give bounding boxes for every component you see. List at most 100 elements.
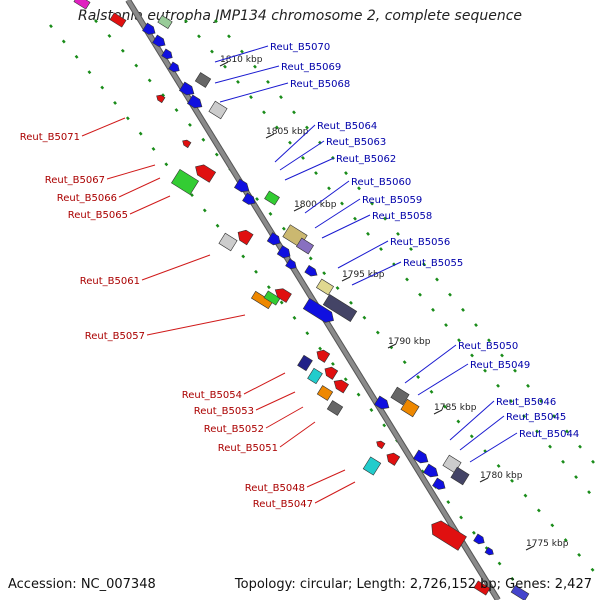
gene-42-shape xyxy=(400,398,420,418)
kbp-tick-label: 1810 kbp xyxy=(220,55,263,65)
gene-16 xyxy=(234,178,250,193)
leader-left-7 xyxy=(243,372,286,395)
gene-34-shape xyxy=(297,354,313,372)
gene-46-shape xyxy=(413,449,429,464)
leader-left-5 xyxy=(141,254,211,281)
gene-24 xyxy=(276,245,291,259)
gene-39-shape xyxy=(326,400,344,416)
gene-35 xyxy=(307,367,323,385)
gene-6-shape xyxy=(161,48,173,60)
gene-33-shape xyxy=(316,349,331,363)
dotted-line-outer-left xyxy=(49,24,531,600)
gene-label-right-12: Reut_B5050 xyxy=(458,341,518,352)
leader-right-9 xyxy=(321,214,371,239)
gene-41 xyxy=(390,386,410,406)
gene-label-right-7: Reut_B5060 xyxy=(351,177,411,188)
gene-4 xyxy=(142,22,156,35)
leader-left-12 xyxy=(314,481,356,504)
gene-27-shape xyxy=(263,290,281,306)
leader-left-4 xyxy=(129,195,171,215)
gene-7 xyxy=(168,61,180,73)
gene-label-left-1: Reut_B5071 xyxy=(20,132,80,143)
gene-47 xyxy=(423,463,439,478)
leader-right-14 xyxy=(449,400,495,441)
gene-29-shape xyxy=(316,278,334,296)
gene-51 xyxy=(431,520,467,551)
gene-44 xyxy=(386,452,401,466)
gene-32 xyxy=(304,265,318,277)
gene-38-shape xyxy=(316,385,334,401)
leader-left-11 xyxy=(306,469,346,488)
leader-left-10 xyxy=(279,421,316,448)
gene-12 xyxy=(156,94,166,104)
gene-label-left-2: Reut_B5067 xyxy=(45,175,105,186)
gene-22 xyxy=(296,237,314,255)
leader-right-15 xyxy=(459,415,505,451)
gene-37 xyxy=(333,379,349,394)
gene-44-shape xyxy=(386,452,401,466)
leader-right-13 xyxy=(417,363,469,396)
gene-52 xyxy=(473,533,485,545)
gene-label-left-3: Reut_B5066 xyxy=(57,193,117,204)
gene-55 xyxy=(510,584,530,600)
gene-45 xyxy=(376,440,386,450)
gene-54 xyxy=(473,580,491,596)
gene-labels: Reut_B5070Reut_B5069Reut_B5068Reut_B5064… xyxy=(20,42,579,510)
gene-label-left-4: Reut_B5065 xyxy=(68,210,128,221)
gene-50-shape xyxy=(450,466,470,486)
gene-25 xyxy=(285,258,297,270)
gene-30-shape xyxy=(302,298,334,323)
gene-28-shape xyxy=(274,288,292,303)
leader-left-3 xyxy=(118,177,161,198)
gene-3 xyxy=(157,15,173,29)
gene-18-shape xyxy=(264,190,280,206)
gene-label-right-13: Reut_B5049 xyxy=(470,360,530,371)
gene-43 xyxy=(362,456,382,476)
dotted-line-left xyxy=(94,19,600,579)
gene-7-shape xyxy=(168,61,180,73)
gene-2 xyxy=(109,12,127,28)
gene-45-shape xyxy=(376,440,386,450)
gene-48 xyxy=(432,477,446,490)
gene-label-right-16: Reut_B5044 xyxy=(519,429,579,440)
gene-label-left-8: Reut_B5053 xyxy=(194,406,254,417)
gene-20 xyxy=(237,229,254,246)
kbp-tick-mark xyxy=(433,409,443,415)
leader-left-9 xyxy=(265,406,304,429)
gene-34 xyxy=(297,354,313,372)
gene-47-shape xyxy=(423,463,439,478)
kbp-tick-mark xyxy=(341,276,351,282)
gene-51-shape xyxy=(431,520,467,551)
gene-9 xyxy=(179,81,195,96)
gene-36-shape xyxy=(324,366,339,380)
gene-50 xyxy=(450,466,470,486)
gene-label-right-1: Reut_B5070 xyxy=(270,42,330,53)
gene-23 xyxy=(266,232,281,246)
gene-20-shape xyxy=(237,229,254,246)
gene-9-shape xyxy=(179,81,195,96)
gene-52-shape xyxy=(473,533,485,545)
gene-53 xyxy=(484,546,494,556)
gene-11-shape xyxy=(208,100,228,120)
gene-40 xyxy=(374,395,390,410)
gene-14 xyxy=(195,164,217,183)
gene-3-shape xyxy=(157,15,173,29)
gene-13-shape xyxy=(182,139,192,149)
gene-42 xyxy=(400,398,420,418)
leader-right-2 xyxy=(214,65,280,84)
gene-31 xyxy=(322,294,358,322)
gene-label-right-3: Reut_B5068 xyxy=(290,79,350,90)
gene-43-shape xyxy=(362,456,382,476)
gene-label-right-14: Reut_B5046 xyxy=(496,397,556,408)
map-title: Ralstonia eutropha JMP134 chromosome 2, … xyxy=(77,8,522,24)
leader-left-6 xyxy=(146,314,246,336)
leader-right-11 xyxy=(351,261,402,286)
gene-22-shape xyxy=(296,237,314,255)
leader-right-10 xyxy=(337,240,389,269)
gene-12-shape xyxy=(156,94,166,104)
gene-11 xyxy=(208,100,228,120)
kbp-tick-mark xyxy=(525,545,535,551)
kbp-tick-mark xyxy=(265,133,275,139)
gene-10 xyxy=(187,94,203,109)
